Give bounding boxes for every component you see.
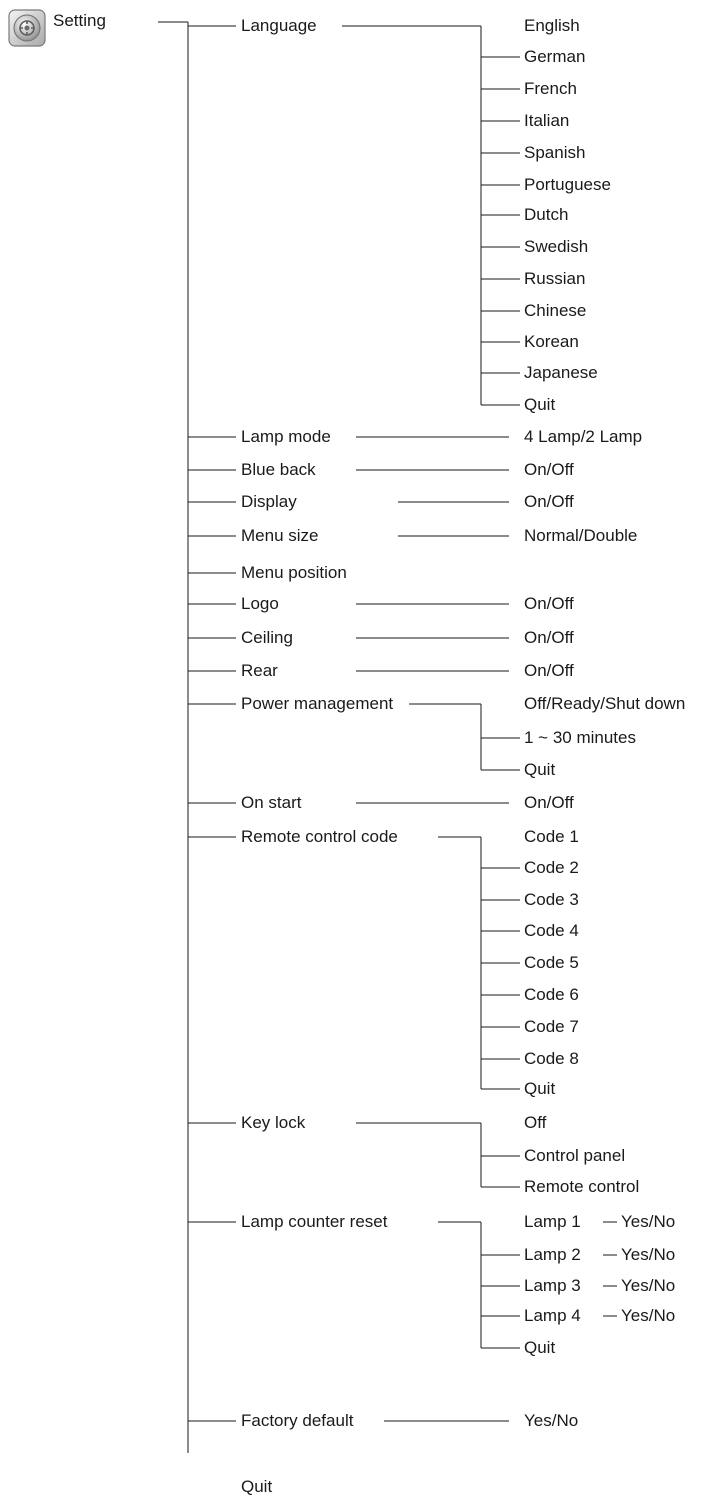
menu-item-lamp-mode[interactable]: Lamp mode: [241, 427, 331, 446]
option-language-italian[interactable]: Italian: [524, 111, 570, 130]
option-key-lock-remote-control[interactable]: Remote control: [524, 1177, 640, 1196]
menu-item-remote-control-code[interactable]: Remote control code: [241, 827, 398, 846]
option-language-swedish[interactable]: Swedish: [524, 237, 589, 256]
option-rear-on-off[interactable]: On/Off: [524, 661, 574, 680]
option-remote-control-code-code-1[interactable]: Code 1: [524, 827, 579, 846]
option-language-german[interactable]: German: [524, 47, 586, 66]
option-language-quit[interactable]: Quit: [524, 395, 556, 414]
option-power-management-off-ready-shut-down[interactable]: Off/Ready/Shut down: [524, 694, 686, 713]
option-language-dutch[interactable]: Dutch: [524, 205, 569, 224]
option-remote-control-code-code-5[interactable]: Code 5: [524, 953, 579, 972]
menu-item-blue-back[interactable]: Blue back: [241, 460, 316, 479]
option-blue-back-on-off[interactable]: On/Off: [524, 460, 574, 479]
option-remote-control-code-code-3[interactable]: Code 3: [524, 890, 579, 909]
option-lamp-counter-reset-lamp-2[interactable]: Lamp 2: [524, 1245, 581, 1264]
option-language-spanish[interactable]: Spanish: [524, 143, 586, 162]
sub-option-lamp-3-yes-no[interactable]: Yes/No: [621, 1276, 676, 1295]
menu-item-factory-default[interactable]: Factory default: [241, 1411, 354, 1430]
sub-option-lamp-4-yes-no[interactable]: Yes/No: [621, 1306, 676, 1325]
tree-connectors: [158, 21, 617, 1453]
option-power-management-quit[interactable]: Quit: [524, 760, 556, 779]
option-ceiling-on-off[interactable]: On/Off: [524, 628, 574, 647]
option-power-management-1-30-minutes[interactable]: 1 ~ 30 minutes: [524, 728, 636, 747]
menu-item-display[interactable]: Display: [241, 492, 297, 511]
option-language-japanese[interactable]: Japanese: [524, 363, 598, 382]
option-language-chinese[interactable]: Chinese: [524, 301, 587, 320]
menu-item-lamp-counter-reset[interactable]: Lamp counter reset: [241, 1212, 388, 1231]
option-on-start-on-off[interactable]: On/Off: [524, 793, 574, 812]
option-display-on-off[interactable]: On/Off: [524, 492, 574, 511]
option-key-lock-off[interactable]: Off: [524, 1113, 547, 1132]
option-remote-control-code-code-2[interactable]: Code 2: [524, 858, 579, 877]
option-menu-size-normal-double[interactable]: Normal/Double: [524, 526, 638, 545]
option-language-korean[interactable]: Korean: [524, 332, 579, 351]
settings-disc-icon: [8, 9, 46, 47]
menu-item-power-management[interactable]: Power management: [241, 694, 394, 713]
menu-item-menu-size[interactable]: Menu size: [241, 526, 319, 545]
option-remote-control-code-code-4[interactable]: Code 4: [524, 921, 579, 940]
menu-item-menu-position[interactable]: Menu position: [241, 563, 347, 582]
option-remote-control-code-quit[interactable]: Quit: [524, 1079, 556, 1098]
menu-item-logo[interactable]: Logo: [241, 594, 279, 613]
option-remote-control-code-code-8[interactable]: Code 8: [524, 1049, 579, 1068]
sub-option-lamp-2-yes-no[interactable]: Yes/No: [621, 1245, 676, 1264]
option-language-french[interactable]: French: [524, 79, 577, 98]
option-lamp-mode-4-lamp-2-lamp[interactable]: 4 Lamp/2 Lamp: [524, 427, 643, 446]
option-lamp-counter-reset-lamp-4[interactable]: Lamp 4: [524, 1306, 581, 1325]
option-lamp-counter-reset-quit[interactable]: Quit: [524, 1338, 556, 1357]
option-logo-on-off[interactable]: On/Off: [524, 594, 574, 613]
option-language-english[interactable]: English: [524, 16, 580, 35]
option-lamp-counter-reset-lamp-1[interactable]: Lamp 1: [524, 1212, 581, 1231]
option-key-lock-control-panel[interactable]: Control panel: [524, 1146, 626, 1165]
menu-item-language[interactable]: Language: [241, 16, 317, 35]
option-remote-control-code-code-7[interactable]: Code 7: [524, 1017, 579, 1036]
menu-item-on-start[interactable]: On start: [241, 793, 302, 812]
option-language-russian[interactable]: Russian: [524, 269, 586, 288]
menu-item-key-lock[interactable]: Key lock: [241, 1113, 306, 1132]
option-remote-control-code-code-6[interactable]: Code 6: [524, 985, 579, 1004]
root-label-setting: Setting: [53, 11, 106, 30]
sub-option-lamp-1-yes-no[interactable]: Yes/No: [621, 1212, 676, 1231]
menu-item-ceiling[interactable]: Ceiling: [241, 628, 293, 647]
menu-item-rear[interactable]: Rear: [241, 661, 278, 680]
option-factory-default-yes-no[interactable]: Yes/No: [524, 1411, 579, 1430]
menu-item-quit[interactable]: Quit: [241, 1477, 273, 1496]
option-language-portuguese[interactable]: Portuguese: [524, 175, 611, 194]
option-lamp-counter-reset-lamp-3[interactable]: Lamp 3: [524, 1276, 581, 1295]
